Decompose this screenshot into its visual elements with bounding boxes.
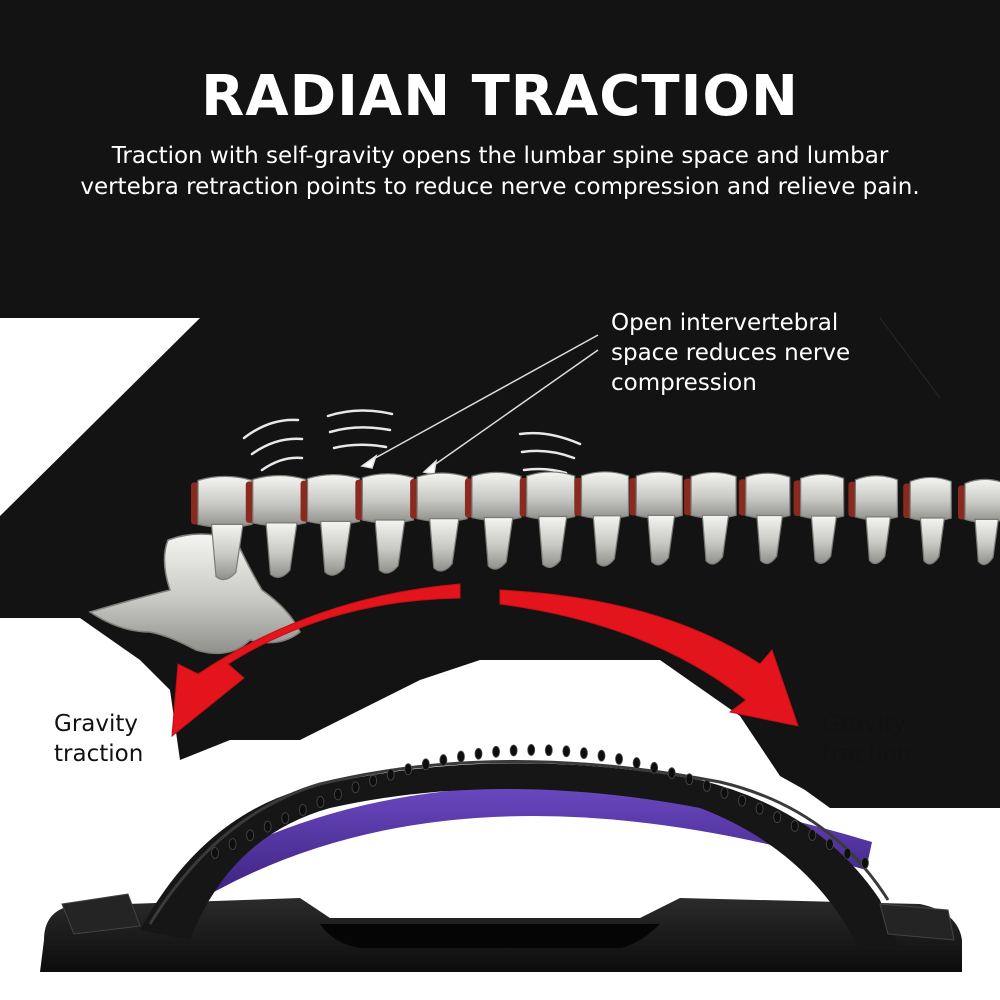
spinous-process [210,523,244,581]
gravity-right-line-1: Gravity [822,711,907,737]
spinous-process [647,514,676,566]
back-stretcher-device [40,744,962,972]
callout-line-2: space reduces nerve [611,340,851,366]
massage-nub [597,749,606,762]
massage-nub [351,781,360,794]
massage-nub [544,744,553,757]
spinous-process [701,514,730,565]
page-subtitle: Traction with self-gravity opens the lum… [80,143,920,200]
massage-nub [228,838,237,851]
spinous-process [265,522,298,578]
massage-nub [527,744,536,756]
spinous-process [919,517,946,565]
callout-pointer-lines [360,334,599,475]
callout-line-3: compression [611,370,757,396]
device-arch-rim [148,760,890,925]
vertebra [416,472,468,523]
spine-model [191,471,1000,581]
vertebra [526,471,576,521]
massage-nub [298,803,307,816]
intervertebral-callout: Open intervertebral space reduces nerve … [611,308,911,398]
vertebra [580,471,630,520]
massage-nub [685,773,694,786]
spinous-process [374,519,406,574]
massage-nub [650,761,659,774]
spinous-process [810,515,838,564]
massage-nub [755,802,764,815]
massage-nub [474,747,483,760]
massage-nub [667,767,676,780]
vertebra [361,473,414,524]
massage-nub [421,758,430,771]
massage-nub [457,750,465,763]
massage-nub [790,820,799,832]
right-gravity-arrow [499,589,799,727]
right-clip [879,903,955,941]
sacrum-bone [88,533,301,655]
vertebra [964,478,1000,523]
massage-nub [615,753,623,765]
page-title: RADIAN TRACTION [201,64,799,129]
massage-nub [773,811,782,824]
spinous-process [592,515,622,567]
gravity-traction-left-label: Gravity traction [54,709,143,769]
vibration-waves-icon [242,409,582,475]
massage-nub [263,820,272,833]
device-base-opening [320,924,660,948]
vertebra [800,473,845,520]
massage-nub [562,745,571,758]
massage-nub [702,779,711,792]
dark-top-band [0,0,1000,318]
massage-nub [439,754,448,766]
massage-nub [808,829,817,841]
vertebra [909,476,952,522]
vertebra [471,471,522,522]
massage-nub [580,747,588,759]
spinous-process [319,520,352,576]
spinous-process [538,515,568,569]
vertebra [197,475,253,528]
vertebra [854,475,899,521]
massage-nub [316,796,325,808]
massage-nub [509,744,518,757]
gravity-left-line-1: Gravity [54,711,139,737]
spinous-process [865,516,892,565]
gravity-left-line-2: traction [54,741,144,767]
gravity-traction-right-label: Gravity traction [822,709,911,769]
spinous-process [483,516,514,570]
vertebra [252,474,307,527]
callout-line-1: Open intervertebral [611,310,839,336]
massage-nub [369,774,378,787]
massage-nub [632,757,641,769]
massage-nub [246,829,255,842]
massage-nub [281,812,290,825]
massage-nub [492,745,500,758]
spinous-process [974,518,1000,566]
massage-nubs [211,744,869,869]
massage-nub [211,847,219,859]
vertebra [745,472,791,520]
vertebra [635,471,683,520]
massage-nub [843,847,852,860]
massage-nub [738,794,746,807]
spinous-process [756,514,784,565]
spinous-process [428,518,460,572]
massage-nub [720,787,729,799]
massage-nub [386,768,395,781]
device-arch [140,763,900,950]
gravity-right-line-2: traction [822,741,912,767]
left-clip [61,893,141,935]
massage-nub [825,838,834,851]
massage-nub [334,788,342,801]
vertebra [306,473,361,526]
left-gravity-arrow [171,583,461,738]
vertebra [690,471,737,519]
massage-nub [404,763,413,776]
massage-nub [861,857,869,869]
device-purple-pad [204,786,872,892]
